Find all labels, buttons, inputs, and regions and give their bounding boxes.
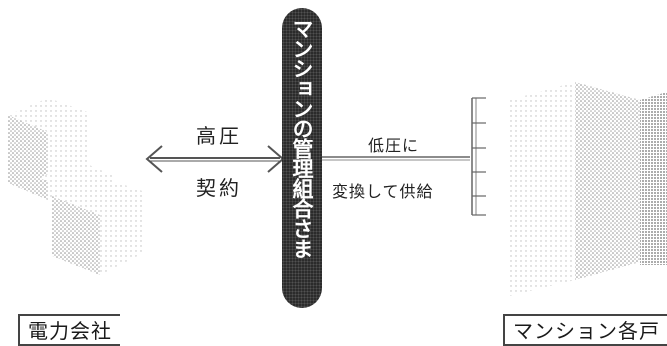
power-company-label: 電力会社: [18, 314, 120, 346]
low-voltage-connector: [322, 97, 486, 216]
convert-supply-label: 変換して供給: [332, 182, 434, 201]
mansion-illustration: [510, 82, 667, 296]
power-company-illustration: [8, 98, 145, 275]
low-voltage-label: 低圧に: [368, 136, 420, 155]
mansion-units-label: マンション各戸: [503, 314, 667, 346]
contract-label: 契約: [196, 176, 242, 200]
title-text: マンションの管理組合さま: [290, 18, 314, 258]
high-voltage-label: 高圧: [196, 124, 242, 148]
management-association-title: マンションの管理組合さま: [282, 8, 322, 308]
high-voltage-arrow: [145, 145, 285, 173]
